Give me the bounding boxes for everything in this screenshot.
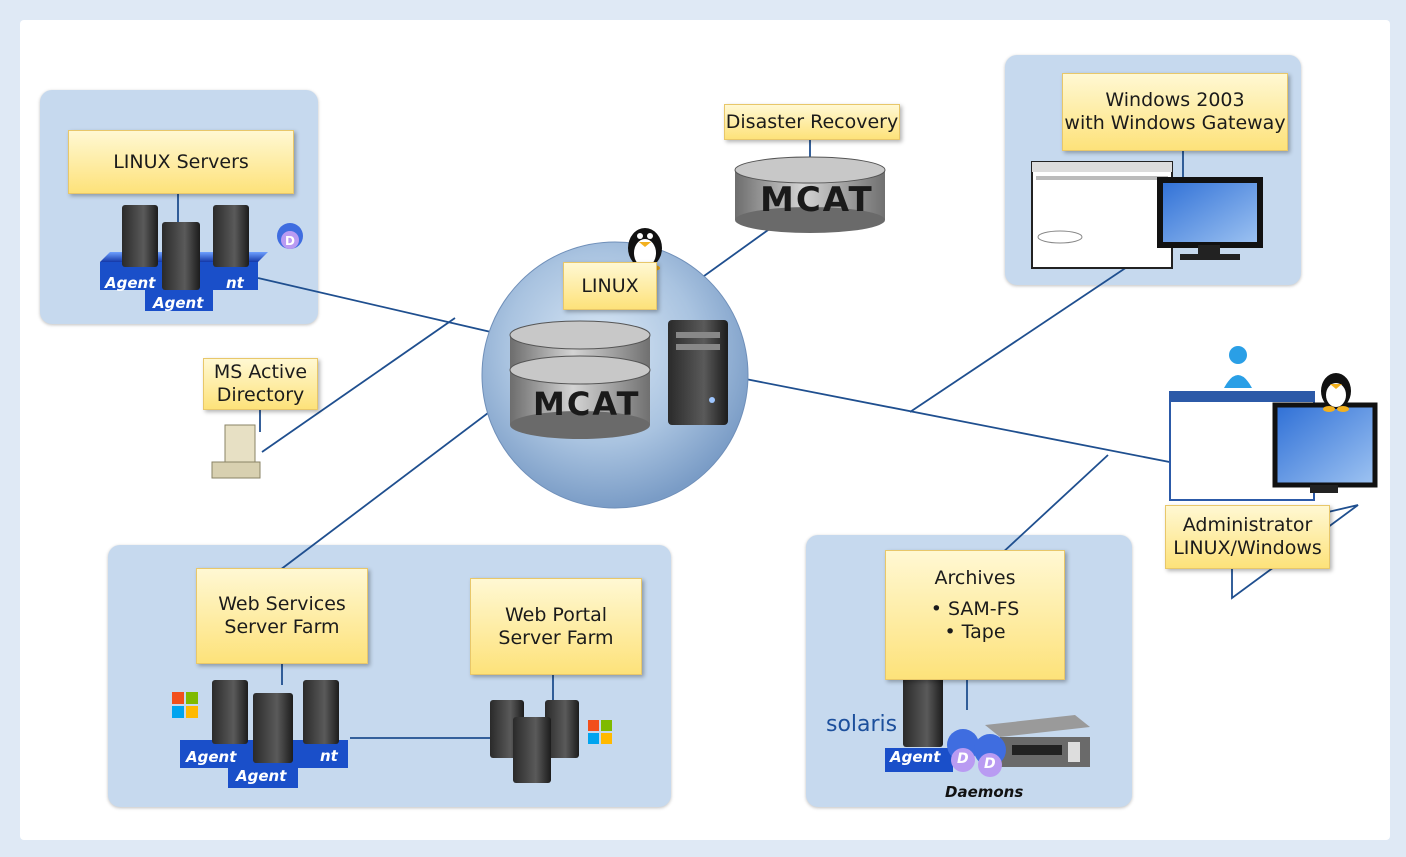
archives-item-tape: • Tape bbox=[944, 620, 1006, 643]
daemon-icon-linux: D bbox=[277, 223, 303, 249]
windows-gateway-label: Windows 2003 with Windows Gateway bbox=[1062, 73, 1288, 151]
windows-gateway-graphic bbox=[1031, 161, 1263, 269]
link-administrator bbox=[724, 374, 1191, 467]
tux-icon-admin bbox=[1321, 373, 1351, 412]
archives-title: Archives bbox=[934, 567, 1016, 589]
solaris-logo: solaris bbox=[826, 712, 898, 737]
daemons-label: Daemons bbox=[945, 783, 1024, 801]
linux-servers-label: LINUX Servers bbox=[68, 130, 294, 194]
web-portal-label: Web Portal Server Farm bbox=[470, 578, 642, 675]
windows-gateway-line1: Windows 2003 bbox=[1105, 89, 1245, 112]
administrator-label: Administrator LINUX/Windows bbox=[1165, 505, 1330, 569]
web-portal-line2: Server Farm bbox=[498, 626, 614, 649]
link-active-directory bbox=[261, 317, 456, 453]
web-services-line2: Server Farm bbox=[224, 616, 340, 638]
windows-gateway-line2: with Windows Gateway bbox=[1064, 112, 1286, 134]
disaster-recovery-label: Disaster Recovery bbox=[724, 104, 900, 140]
agent-tag: Agent bbox=[153, 294, 204, 312]
administrator-line1: Administrator bbox=[1182, 514, 1313, 537]
disaster-mcat-label: MCAT bbox=[760, 180, 874, 220]
linux-servers-graphic bbox=[100, 205, 268, 311]
web-services-graphic bbox=[180, 680, 348, 788]
web-portal-line1: Web Portal bbox=[504, 603, 608, 626]
agent-tag-partial: nt bbox=[226, 274, 244, 292]
daemon-icons-archives bbox=[947, 729, 1006, 777]
link-windows-gateway bbox=[909, 264, 1131, 413]
windows-flag-icon-portal bbox=[588, 720, 612, 744]
archives-item-samfs: • SAM-FS bbox=[930, 597, 1020, 620]
agent-tag: Agent bbox=[890, 748, 941, 766]
ms-active-line2: Directory bbox=[216, 384, 305, 406]
daemon-letter: D bbox=[957, 751, 969, 767]
central-mcat-cylinders bbox=[509, 320, 651, 439]
ms-active-directory-label: MS Active Directory bbox=[203, 358, 318, 410]
web-services-label: Web Services Server Farm bbox=[196, 568, 368, 664]
linux-servers-text: LINUX Servers bbox=[113, 150, 249, 173]
agent-tag: Agent bbox=[236, 767, 287, 785]
ms-active-line1: MS Active bbox=[213, 361, 308, 384]
administrator-graphic bbox=[1169, 346, 1378, 501]
central-server-tower bbox=[668, 320, 728, 425]
linux-label: LINUX bbox=[563, 262, 657, 310]
disaster-mcat-cylinder bbox=[734, 156, 886, 233]
linux-text: LINUX bbox=[581, 274, 639, 297]
web-portal-graphic bbox=[490, 700, 579, 783]
archives-graphic bbox=[885, 677, 1090, 772]
windows-flag-icon-web bbox=[172, 692, 198, 718]
daemon-letter: D bbox=[984, 756, 996, 772]
administrator-line2: LINUX/Windows bbox=[1173, 537, 1322, 559]
agent-tag-partial: nt bbox=[320, 747, 338, 765]
archives-label: Archives • SAM-FS • Tape bbox=[885, 550, 1065, 680]
agent-tag: Agent bbox=[105, 274, 156, 292]
disaster-recovery-text: Disaster Recovery bbox=[725, 110, 899, 133]
central-mcat-label: MCAT bbox=[533, 385, 641, 423]
agent-tag: Agent bbox=[186, 748, 237, 766]
link-archives bbox=[999, 454, 1109, 556]
web-services-line1: Web Services bbox=[218, 593, 346, 616]
active-directory-pc-icon bbox=[211, 424, 261, 479]
svg-text:D: D bbox=[285, 234, 295, 248]
